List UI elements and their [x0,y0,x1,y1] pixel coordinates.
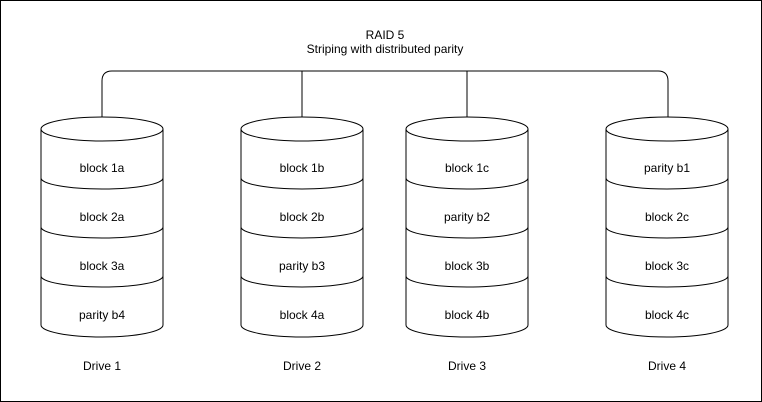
drive-2-cylinder-top [240,116,364,142]
drive-4-block-4-label: block 4c [645,308,689,322]
drive-1-block-1-label: block 1a [80,161,125,175]
drive-2-divider-1 [240,177,364,190]
drive-1-label: Drive 1 [83,359,121,373]
drive-3-cylinder-top [405,116,529,142]
drive-4-cylinder-body [605,129,729,338]
drive-1-block-2-label: block 2a [80,210,125,224]
drive-2-divider-2 [240,226,364,239]
drive-3-block-1-label: block 1c [445,161,489,175]
drive-1-divider-2 [40,226,164,239]
diagram-subtitle: Striping with distributed parity [307,42,464,56]
drive-3-divider-1 [405,177,529,190]
drive-1-divider-1 [40,177,164,190]
drive-3-divider-2 [405,226,529,239]
drive-2-cylinder-body [240,129,364,338]
drive-2-block-2-label: block 2b [280,210,325,224]
drive-1-cylinder-top [40,116,164,142]
drive-1-block-3-label: block 3a [80,259,125,273]
drive-2-label: Drive 2 [283,359,321,373]
drive-4-divider-1 [605,177,729,190]
drive-4-label: Drive 4 [648,359,686,373]
drive-4-cylinder-top [605,116,729,142]
drive-2-block-1-label: block 1b [280,161,325,175]
drive-1: block 1a block 2a block 3a parity b4 Dri… [40,116,164,373]
drive-2-block-3-label: parity b3 [279,259,325,273]
drive-1-divider-3 [40,275,164,288]
drive-2-divider-3 [240,275,364,288]
drive-3-divider-3 [405,275,529,288]
drive-4-divider-3 [605,275,729,288]
drive-1-block-4-label: parity b4 [79,308,125,322]
drive-3-block-2-label: parity b2 [444,210,490,224]
drive-3-block-3-label: block 3b [445,259,490,273]
drive-2: block 1b block 2b parity b3 block 4a Dri… [240,116,364,373]
drive-4-block-2-label: block 2c [645,210,689,224]
bus-connector-line [101,70,669,117]
drive-4-divider-2 [605,226,729,239]
drive-4-block-3-label: block 3c [645,259,689,273]
drive-2-block-4-label: block 4a [280,308,325,322]
drive-1-cylinder-body [40,129,164,338]
drive-3-label: Drive 3 [448,359,486,373]
drive-4: parity b1 block 2c block 3c block 4c Dri… [605,116,729,373]
diagram-title: RAID 5 [366,28,405,42]
drive-3-block-4-label: block 4b [445,308,490,322]
drive-4-block-1-label: parity b1 [644,161,690,175]
drive-3: block 1c parity b2 block 3b block 4b Dri… [405,116,529,373]
drive-3-cylinder-body [405,129,529,338]
